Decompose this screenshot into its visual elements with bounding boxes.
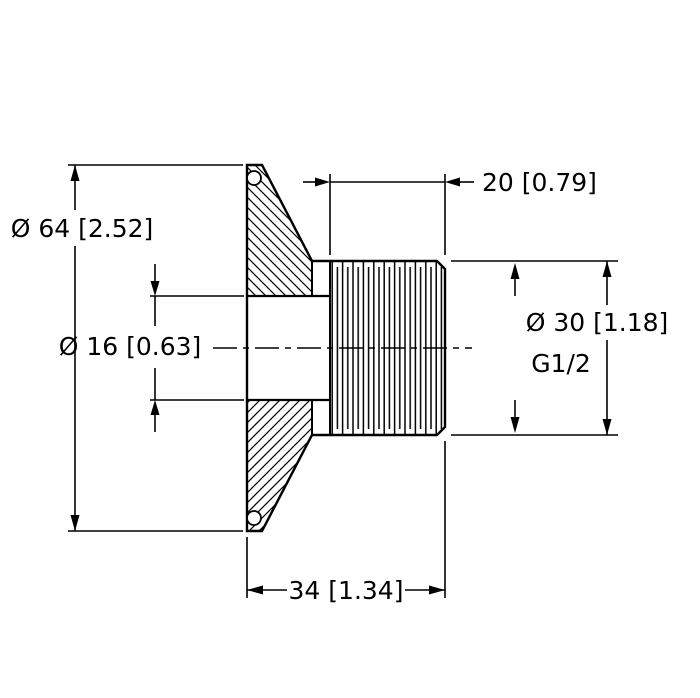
arrowhead xyxy=(445,177,460,187)
dimension-thread-length: 20 [0.79] xyxy=(303,168,597,255)
arrowhead xyxy=(602,261,612,277)
dimension-flange-diameter: Ø 64 [2.52] xyxy=(11,164,243,532)
dimension-thread-spec: G1/2 xyxy=(510,263,591,433)
dimension-bore-diameter: Ø 16 [0.63] xyxy=(59,264,244,432)
arrowhead xyxy=(510,263,520,279)
arrowhead xyxy=(150,281,160,296)
arrowhead xyxy=(510,417,520,433)
arrowhead xyxy=(247,585,263,595)
flange-rim-bead-bottom xyxy=(246,510,262,526)
overall-length-label: 34 [1.34] xyxy=(289,576,404,605)
body-diameter-label: Ø 30 [1.18] xyxy=(526,308,669,337)
arrowhead xyxy=(150,400,160,415)
flange-diameter-label: Ø 64 [2.52] xyxy=(11,214,154,243)
arrowhead xyxy=(429,585,445,595)
arrowhead xyxy=(315,177,330,187)
thread-spec-label: G1/2 xyxy=(531,349,591,378)
bore-diameter-label: Ø 16 [0.63] xyxy=(59,332,202,361)
thread-length-label: 20 [0.79] xyxy=(482,168,597,197)
flange-rim-bead-top xyxy=(246,170,262,186)
dimension-overall-length: 34 [1.34] xyxy=(246,441,446,605)
flange-hatch-top xyxy=(246,164,313,297)
arrowhead xyxy=(70,165,80,181)
dimension-body-diameter: Ø 30 [1.18] xyxy=(451,260,669,436)
arrowhead xyxy=(602,419,612,435)
arrowhead xyxy=(70,515,80,531)
